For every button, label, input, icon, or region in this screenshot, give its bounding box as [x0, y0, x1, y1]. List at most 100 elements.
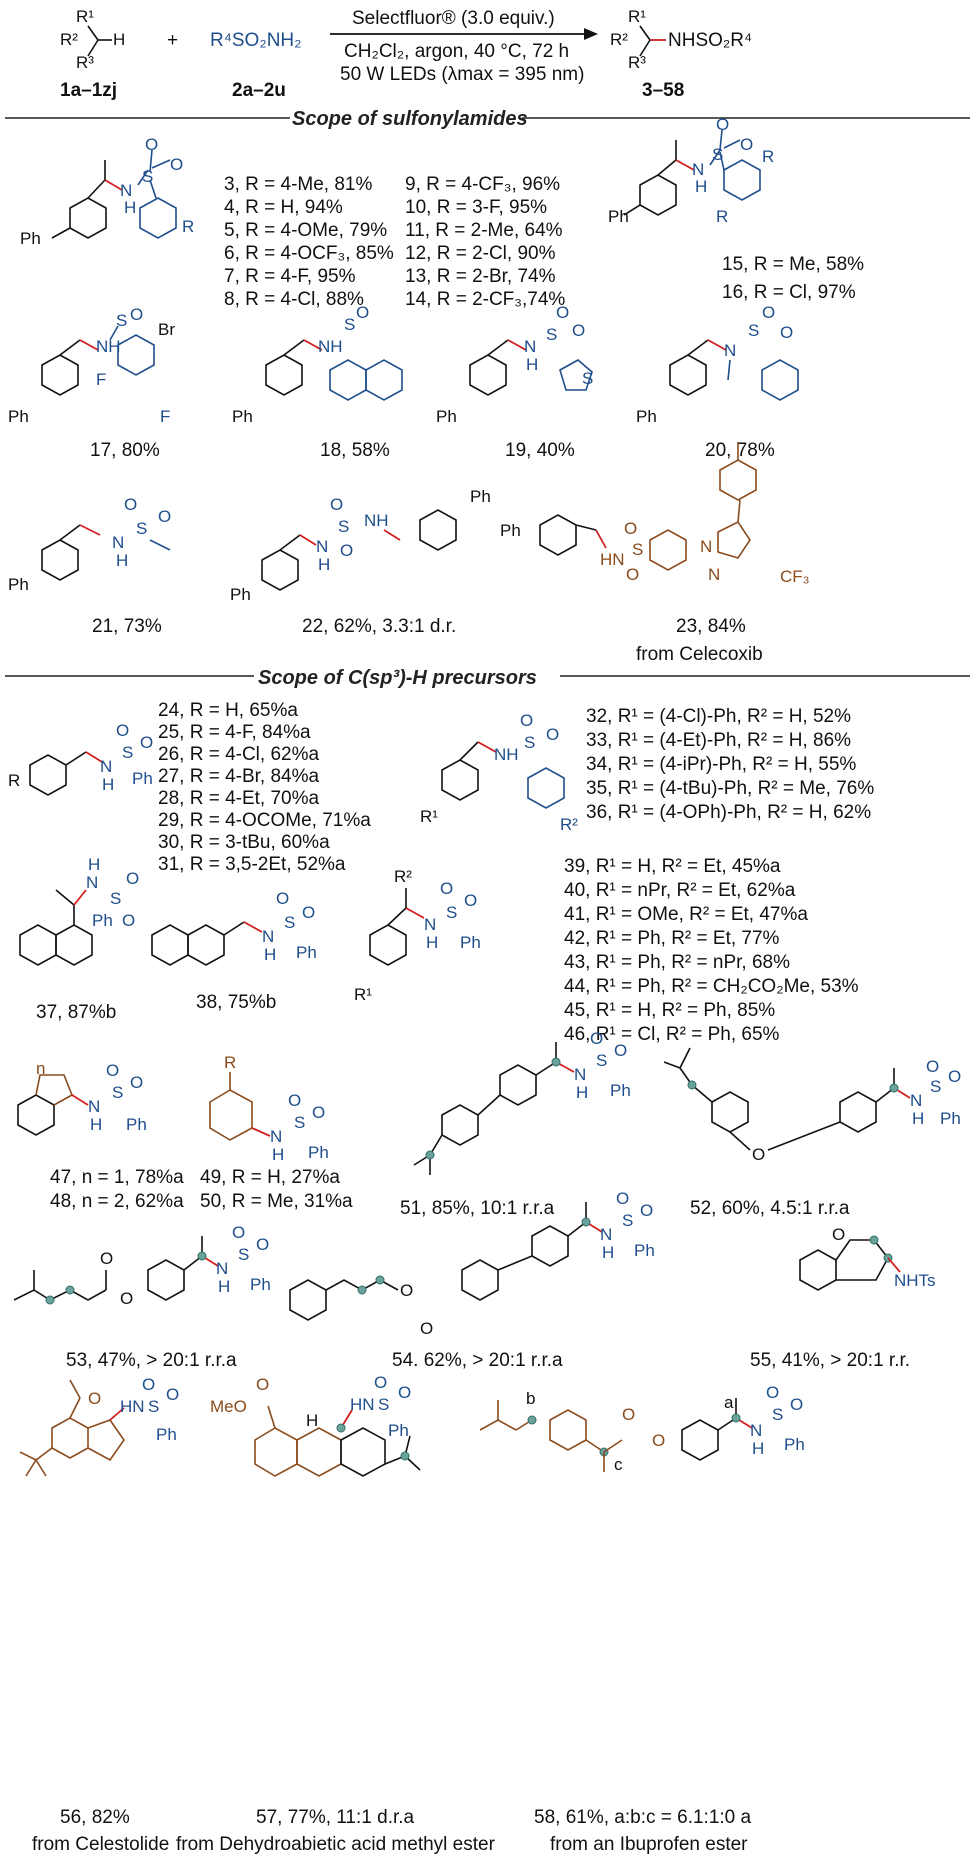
- structure-37: N H S O O Ph: [19, 855, 139, 966]
- h-atom: H: [116, 551, 128, 570]
- product-r2: R²: [610, 30, 628, 49]
- note-23: from Celecoxib: [636, 644, 763, 665]
- s-atom: S: [524, 733, 535, 752]
- o-atom: O: [106, 1061, 119, 1080]
- ph-atom: Ph: [156, 1425, 177, 1444]
- structure-15-16: Ph N H S O O R R: [608, 115, 774, 226]
- ph-atom: Ph: [308, 1143, 329, 1162]
- o-atom: O: [122, 911, 135, 930]
- n-atom: N: [524, 337, 536, 356]
- o-atom: O: [130, 305, 143, 324]
- o-atom: O: [790, 1395, 803, 1414]
- o-atom: O: [556, 303, 569, 322]
- s-atom: S: [748, 321, 759, 340]
- r1-atom: R¹: [354, 985, 372, 1004]
- o-atom: O: [126, 869, 139, 888]
- o-atom: O: [88, 1389, 101, 1408]
- product-group: NHSO₂R⁴: [668, 30, 752, 51]
- o-atom: O: [652, 1431, 665, 1450]
- product-structure: R¹ R² R³ NHSO₂R⁴: [610, 7, 752, 72]
- o-atom: O: [140, 733, 153, 752]
- entry-34: 34, R¹ = (4-iPr)-Ph, R² = H, 55%: [586, 754, 856, 775]
- nh-atom: HN: [120, 1397, 145, 1416]
- entry-8: 8, R = 4-Cl, 88%: [224, 289, 364, 310]
- ph-atom: Ph: [784, 1435, 805, 1454]
- structure-32-36: R¹ NH S O O R²: [420, 711, 578, 834]
- n-atom: N: [724, 341, 736, 360]
- o-atom: O: [832, 1225, 845, 1244]
- structure-18: Ph NH S O: [232, 303, 403, 426]
- entry-44: 44, R¹ = Ph, R² = CH₂CO₂Me, 53%: [564, 976, 859, 997]
- n-atom: N: [270, 1127, 282, 1146]
- structure-21: Ph N H S O O: [8, 495, 171, 594]
- o-atom: O: [624, 519, 637, 538]
- s-atom: S: [122, 743, 133, 762]
- structure-38: N H S O O Ph: [151, 889, 317, 966]
- r2-atom: R²: [60, 30, 78, 49]
- s-atom: S: [546, 325, 557, 344]
- ph-atom: Ph: [610, 1081, 631, 1100]
- label-38: 38, 75%b: [196, 992, 276, 1013]
- n-atom: N: [600, 1225, 612, 1244]
- note-57: from Dehydroabietic acid methyl ester: [176, 1834, 496, 1855]
- o-atom: O: [232, 1223, 245, 1242]
- condition-reagent: Selectfluor® (3.0 equiv.): [352, 8, 555, 29]
- s-atom: S: [596, 1051, 607, 1070]
- h-atom: H: [88, 855, 100, 874]
- entry-29: 29, R = 4-OCOMe, 71%a: [158, 810, 371, 831]
- entry-15: 15, R = Me, 58%: [722, 254, 864, 275]
- label-48: 48, n = 2, 62%a: [50, 1191, 184, 1212]
- n-atom-ring: n: [36, 1059, 45, 1078]
- nh-atom: N: [750, 1421, 762, 1440]
- ph-atom: Ph: [634, 1241, 655, 1260]
- o-atom: O: [142, 1375, 155, 1394]
- structure-54: O O N H S O O Ph: [289, 1189, 655, 1338]
- ph-atom: Ph: [460, 933, 481, 952]
- site-b: b: [526, 1389, 535, 1408]
- s-atom: S: [136, 519, 147, 538]
- structure-22: Ph Ph N H S O O NH: [230, 487, 491, 604]
- o-atom: O: [116, 721, 129, 740]
- structure-55: O NHTs: [799, 1225, 936, 1291]
- o-atom: O: [340, 541, 353, 560]
- structure-52: O N H S O O Ph: [663, 1047, 961, 1164]
- entry-6: 6, R = 4-OCF₃, 85%: [224, 243, 394, 264]
- ph-atom: Ph: [436, 407, 457, 426]
- reagent-1-id: 1a–1zj: [60, 80, 117, 101]
- entry-43: 43, R¹ = Ph, R² = nPr, 68%: [564, 952, 790, 973]
- ph-atom: Ph: [20, 229, 41, 248]
- site-c: c: [614, 1455, 623, 1474]
- s-atom: S: [378, 1395, 389, 1414]
- entry-31: 31, R = 3,5-2Et, 52%a: [158, 854, 346, 875]
- h-atom: H: [264, 945, 276, 964]
- s-atom: S: [116, 311, 127, 330]
- ph-atom: Ph: [608, 207, 629, 226]
- ph-atom: Ph: [132, 769, 153, 788]
- entry-25: 25, R = 4-F, 84%a: [158, 722, 311, 743]
- o-atom: O: [276, 889, 289, 908]
- s-atom: S: [712, 145, 723, 164]
- label-56: 56, 82%: [60, 1807, 130, 1828]
- entry-28: 28, R = 4-Et, 70%a: [158, 788, 319, 809]
- nh-atom: NH: [364, 511, 389, 530]
- arrow-head: [584, 28, 598, 40]
- entry-30: 30, R = 3-tBu, 60%a: [158, 832, 330, 853]
- o-atom: O: [120, 1289, 133, 1308]
- list-39-46: 39, R¹ = H, R² = Et, 45%a 40, R¹ = nPr, …: [564, 856, 859, 1045]
- h-atom: H: [113, 30, 125, 49]
- ph-atom: Ph: [232, 407, 253, 426]
- s-atom: S: [338, 517, 349, 536]
- o-atom: O: [288, 1091, 301, 1110]
- o-atom: O: [145, 135, 158, 154]
- n-atom: N: [424, 915, 436, 934]
- structure-57: MeO O H HN S O O Ph: [210, 1373, 421, 1477]
- r-atom: R: [762, 147, 774, 166]
- h-atom: H: [602, 1243, 614, 1262]
- h-atom: H: [272, 1145, 284, 1164]
- n-atom: N: [708, 565, 720, 584]
- o-atom: O: [158, 507, 171, 526]
- s-atom: S: [284, 913, 295, 932]
- o-atom: O: [440, 879, 453, 898]
- o-atom: O: [312, 1103, 325, 1122]
